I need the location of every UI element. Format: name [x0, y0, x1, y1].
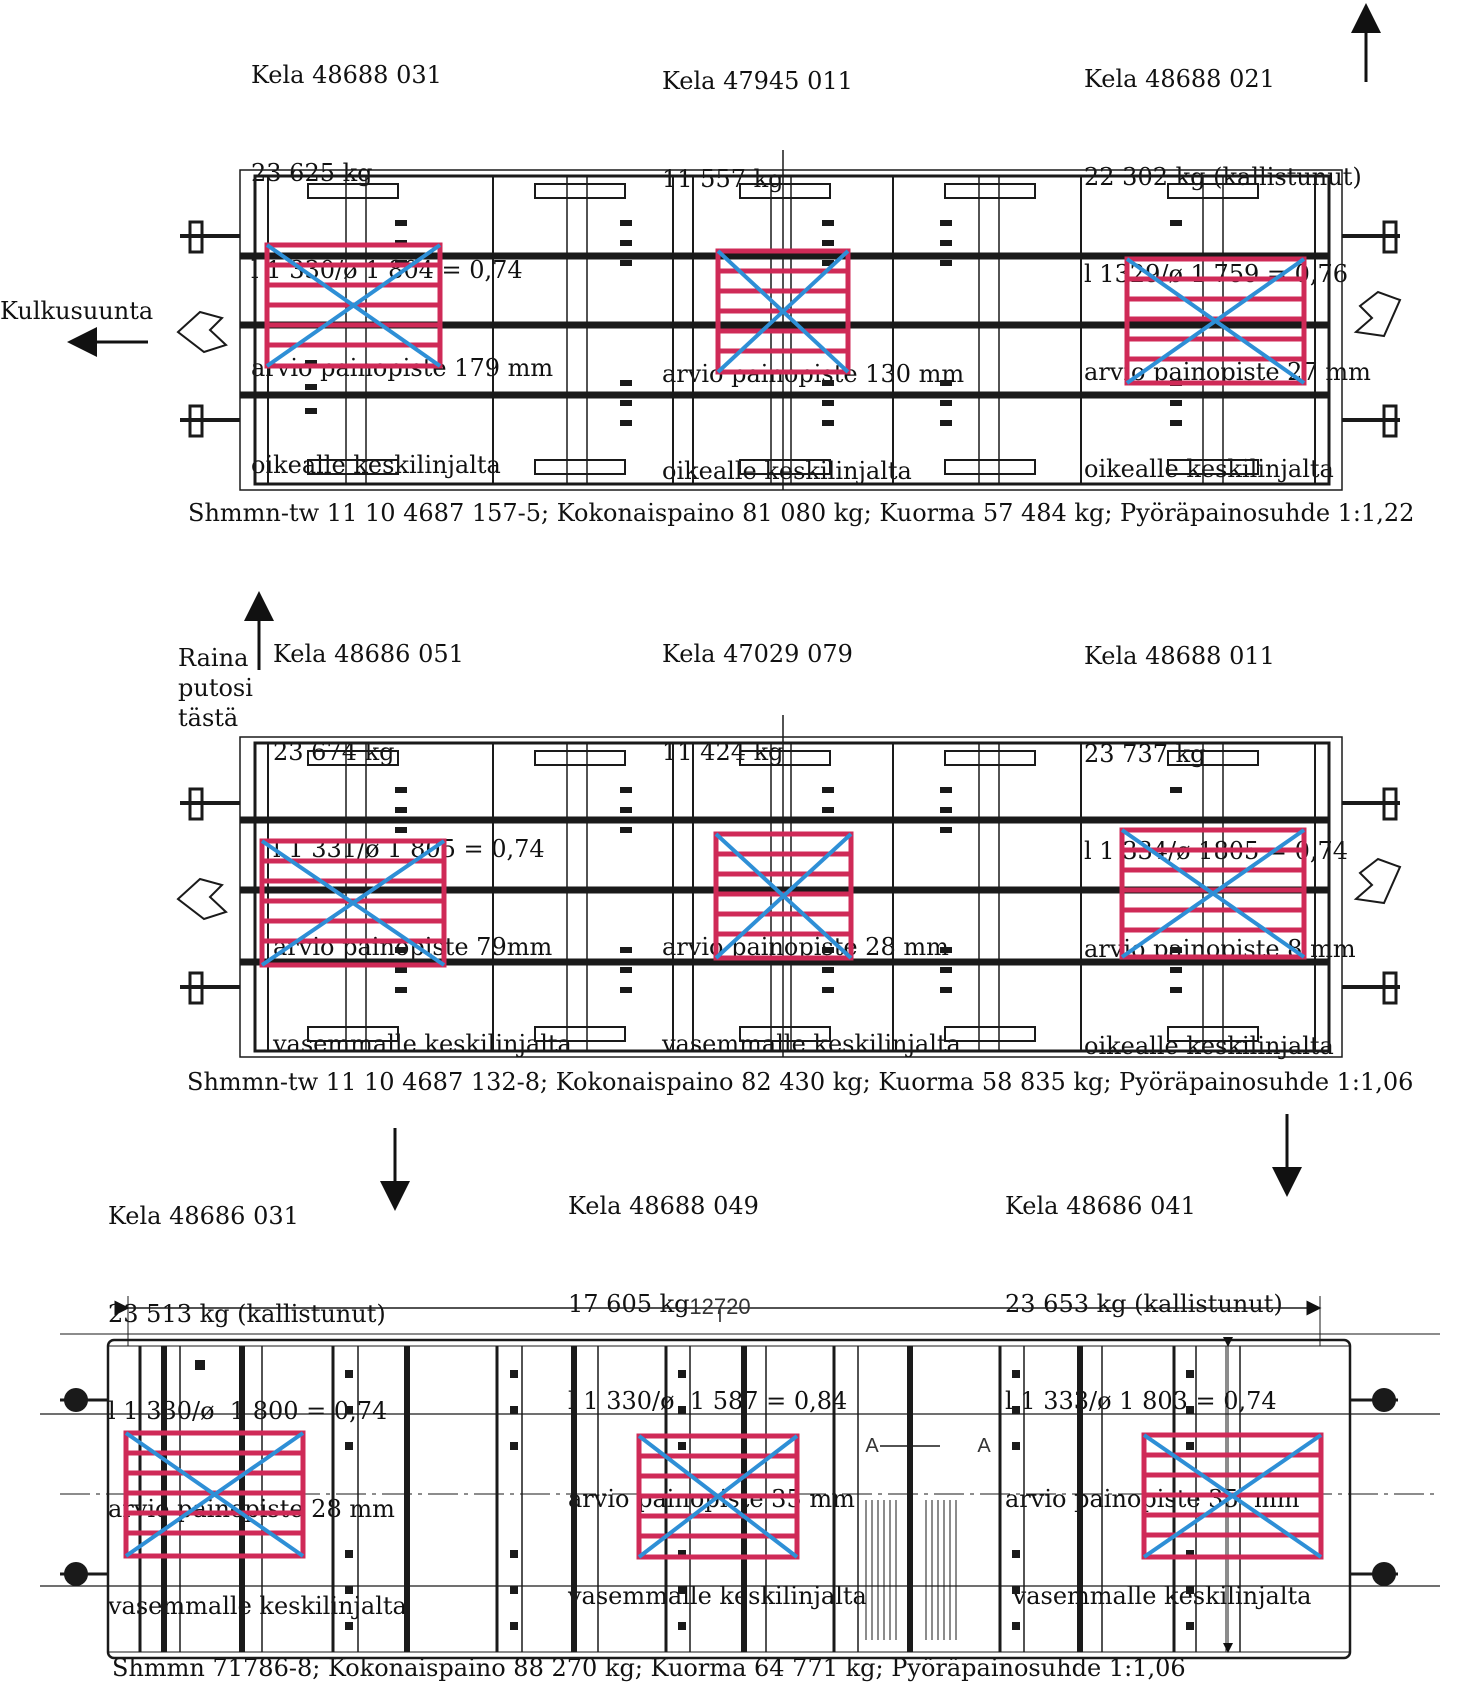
coil-id: Kela 48686 031 [108, 1202, 299, 1230]
wagon-2 [176, 715, 1402, 1058]
coil-cross-2-2 [714, 832, 853, 960]
coil-id: Kela 48688 049 [568, 1192, 759, 1220]
coil-cross-1-1 [265, 243, 442, 368]
coil-id: Kela 48686 041 [1005, 1192, 1196, 1220]
coil-id: Kela 48688 021 [1084, 65, 1275, 93]
coil-3-1 [123, 1430, 306, 1559]
coil-cross-2-3 [1120, 828, 1306, 959]
coil-cross-3-1 [124, 1431, 305, 1558]
annotation-text: Raina putosi tästä [178, 644, 253, 732]
coil-cg-direction: vasemmalle keskilinjalta [273, 1030, 572, 1058]
coil-cross-3-3 [1142, 1433, 1323, 1559]
section-marker-right: A [977, 1435, 991, 1457]
coil-id: Kela 48688 011 [1084, 642, 1275, 670]
load-label: Kela 47029 079 11 424 kg arvio painopist… [662, 573, 961, 1093]
coil-cross-2-1 [260, 839, 446, 967]
coil-ratio: l 1329/ø 1 759 = 0,76 [1084, 260, 1349, 288]
coil-ratio: l 1 330/ø 1 587 = 0,84 [568, 1387, 848, 1415]
coil-cg: arvio painopiste 35 mm [1005, 1484, 1300, 1513]
direction-label: Kulkusuunta [0, 297, 154, 325]
coil-id: Kela 48686 051 [273, 640, 464, 668]
coil-cg-direction: oikealle keskilinjalta [1084, 455, 1334, 483]
section-marker-left: A [865, 1435, 879, 1457]
coil-cross-1-3 [1125, 257, 1306, 385]
load-label: Kela 48688 021 22 302 kg (kallistunut) l… [1084, 0, 1371, 518]
coil-cross-3-2 [637, 1434, 799, 1559]
wagon-caption: Shmmn-tw 11 10 4687 157-5; Kokonaispaino… [188, 499, 1415, 527]
coil-weight: 11 557 kg [662, 164, 784, 193]
coil-weight: 23 625 kg [251, 158, 373, 187]
wagon-caption: Shmmn-tw 11 10 4687 132-8; Kokonaispaino… [187, 1068, 1414, 1096]
coil-cross-1-2 [716, 249, 850, 374]
coil-cg-direction: vasemmalle keskilinjalta [662, 1030, 961, 1058]
coil-cg-direction: oikealle keskilinjalta [1084, 1032, 1334, 1060]
dimension-label: 12720 [689, 1294, 750, 1319]
coil-id: Kela 47029 079 [662, 640, 853, 668]
coil-id: Kela 48688 031 [251, 61, 442, 89]
fall-annotation: Raina putosi tästä [178, 583, 253, 763]
coil-id: Kela 47945 011 [662, 67, 853, 95]
